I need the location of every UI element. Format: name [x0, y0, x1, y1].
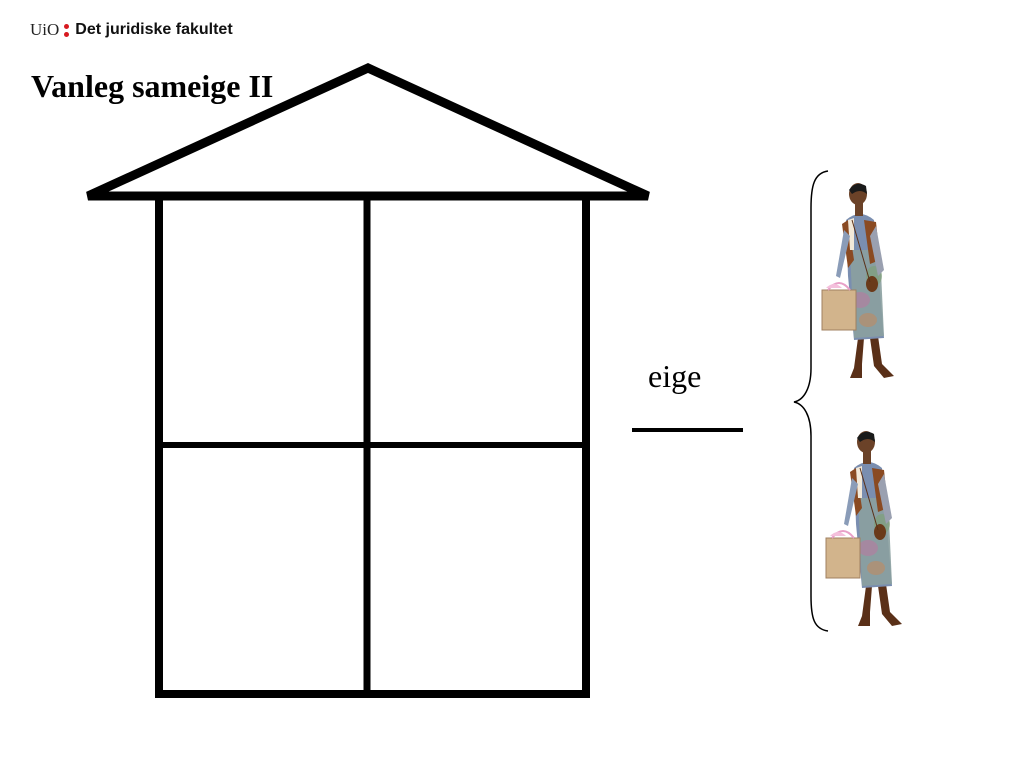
owner-label: eige — [648, 358, 702, 394]
logo-dot-upper — [64, 23, 70, 29]
uio-logo: UiO Det juridiske fakultet — [30, 19, 233, 41]
slide-title: Vanleg sameige II — [31, 68, 274, 104]
logo-uio-text: UiO — [30, 20, 60, 39]
owner-connector-line — [632, 428, 743, 432]
logo-dot-lower — [64, 31, 70, 37]
logo-faculty-text: Det juridiske fakultet — [75, 21, 233, 38]
woman-shopper-icon — [825, 431, 902, 626]
logo-dots-icon — [64, 23, 70, 37]
woman-shopper-icon — [821, 183, 894, 378]
curly-brace-icon — [793, 170, 829, 632]
